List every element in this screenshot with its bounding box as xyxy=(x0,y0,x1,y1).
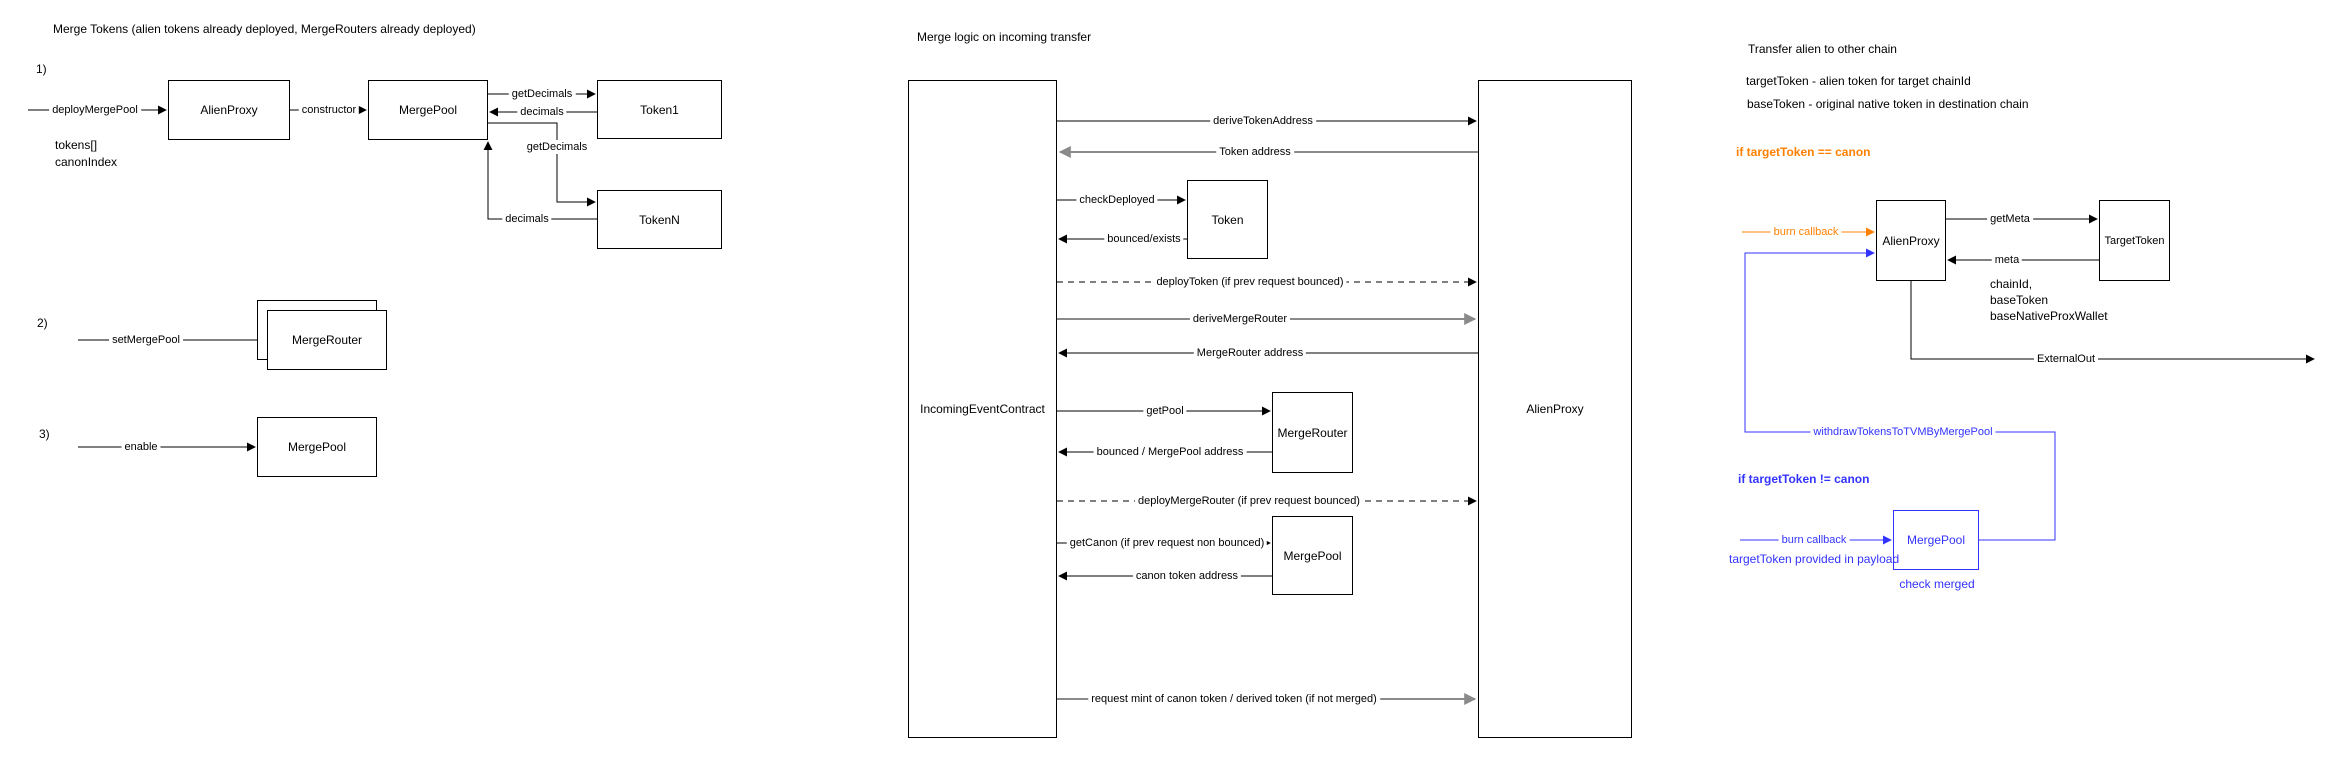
label-canon-token-address: canon token address xyxy=(1132,569,1242,583)
note-check-merged: check merged xyxy=(1896,577,1978,591)
box-alien-proxy-1: AlienProxy xyxy=(168,80,290,140)
box-merge-pool-blue-label: MergePool xyxy=(1906,533,1966,547)
label-burn-callback-orange: burn callback xyxy=(1770,225,1842,239)
box-alien-proxy-1-label: AlienProxy xyxy=(200,103,258,117)
label-get-decimals-1: getDecimals xyxy=(508,87,576,101)
note-base-token: baseToken - original native token in des… xyxy=(1747,97,2029,111)
box-merge-router-mid-label: MergeRouter xyxy=(1277,425,1348,440)
label-deploy-token: deployToken (if prev request bounced) xyxy=(1153,275,1347,289)
box-token-mid-label: Token xyxy=(1211,212,1244,227)
label-check-deployed: checkDeployed xyxy=(1076,193,1158,207)
condition-target-equals-canon: if targetToken == canon xyxy=(1736,145,1871,159)
box-merge-pool-mid: MergePool xyxy=(1272,516,1353,595)
box-token-1: Token1 xyxy=(597,80,722,139)
arrow-external-out xyxy=(1910,281,2315,364)
right-panel-title: Transfer alien to other chain xyxy=(1748,42,1897,56)
box-merge-pool-blue: MergePool xyxy=(1893,510,1979,570)
middle-panel-title: Merge logic on incoming transfer xyxy=(917,30,1092,44)
condition-target-not-equals-canon: if targetToken != canon xyxy=(1738,472,1870,486)
label-get-canon: getCanon (if prev request non bounced) xyxy=(1066,536,1268,550)
box-merge-pool-3: MergePool xyxy=(257,417,377,477)
label-get-pool: getPool xyxy=(1143,404,1187,418)
label-request-mint: request mint of canon token / derived to… xyxy=(1088,692,1380,706)
note-target-token: targetToken - alien token for target cha… xyxy=(1746,74,1971,88)
label-withdraw-tokens: withdrawTokensToTVMByMergePool xyxy=(1810,425,1996,439)
note-base-native-prox-wallet: baseNativeProxWallet xyxy=(1990,309,2108,323)
arrow-get-decimals-n xyxy=(488,122,596,207)
note-target-token-payload: targetToken provided in payload xyxy=(1729,552,1900,566)
note-canon-index: canonIndex xyxy=(55,155,118,169)
label-derive-merge-router: deriveMergeRouter xyxy=(1189,312,1291,326)
step-2-label: 2) xyxy=(37,316,48,330)
box-merge-pool-1-label: MergePool xyxy=(398,103,458,117)
box-incoming-event-contract: IncomingEventContract xyxy=(908,80,1057,738)
box-token-1-label: Token1 xyxy=(640,102,679,117)
label-bounced-exists: bounced/exists xyxy=(1104,232,1184,246)
note-base-token-line: baseToken xyxy=(1990,293,2049,307)
box-alien-proxy-right-label: AlienProxy xyxy=(1882,233,1940,248)
label-deploy-merge-router: deployMergeRouter (if prev request bounc… xyxy=(1135,494,1363,508)
box-merge-router-front: MergeRouter xyxy=(267,310,387,370)
label-merge-router-address: MergeRouter address xyxy=(1193,346,1307,360)
label-get-meta: getMeta xyxy=(1987,212,2033,226)
box-merge-pool-mid-label: MergePool xyxy=(1283,548,1342,563)
box-alien-proxy-right: AlienProxy xyxy=(1876,200,1946,281)
box-alien-proxy-mid: AlienProxy xyxy=(1478,80,1632,738)
note-chain-id: chainId, xyxy=(1990,277,2033,291)
step-3-label: 3) xyxy=(39,427,50,441)
label-deploy-merge-pool: deployMergePool xyxy=(49,103,141,117)
label-enable: enable xyxy=(121,440,161,454)
box-merge-pool-1: MergePool xyxy=(368,80,488,140)
box-token-mid: Token xyxy=(1187,180,1268,259)
label-constructor: constructor xyxy=(298,103,360,117)
box-token-n-label: TokenN xyxy=(639,212,680,227)
note-tokens-array: tokens[] xyxy=(55,138,98,152)
box-incoming-event-contract-label: IncomingEventContract xyxy=(920,402,1045,416)
label-decimals-n: decimals xyxy=(502,212,552,226)
arrow-decimals-n xyxy=(483,141,597,220)
left-panel-title: Merge Tokens (alien tokens already deplo… xyxy=(53,22,476,36)
label-set-merge-pool: setMergePool xyxy=(109,333,183,347)
box-merge-router-mid: MergeRouter xyxy=(1272,392,1353,473)
box-token-n: TokenN xyxy=(597,190,722,249)
label-get-decimals-n: getDecimals xyxy=(523,140,591,154)
label-decimals-1: decimals xyxy=(517,105,567,119)
label-bounced-merge-pool-address: bounced / MergePool address xyxy=(1093,445,1247,459)
label-derive-token-address: deriveTokenAddress xyxy=(1210,114,1316,128)
box-merge-pool-3-label: MergePool xyxy=(287,440,347,454)
label-token-address: Token address xyxy=(1216,145,1294,159)
label-meta: meta xyxy=(1991,253,2023,267)
box-alien-proxy-mid-label: AlienProxy xyxy=(1526,402,1584,416)
box-target-token-label: TargetToken xyxy=(2104,234,2165,247)
label-burn-callback-blue: burn callback xyxy=(1778,533,1850,547)
box-target-token: TargetToken xyxy=(2099,200,2170,281)
box-merge-router-label: MergeRouter xyxy=(291,333,363,347)
label-external-out: ExternalOut xyxy=(2033,352,2099,366)
step-1-label: 1) xyxy=(36,62,47,76)
